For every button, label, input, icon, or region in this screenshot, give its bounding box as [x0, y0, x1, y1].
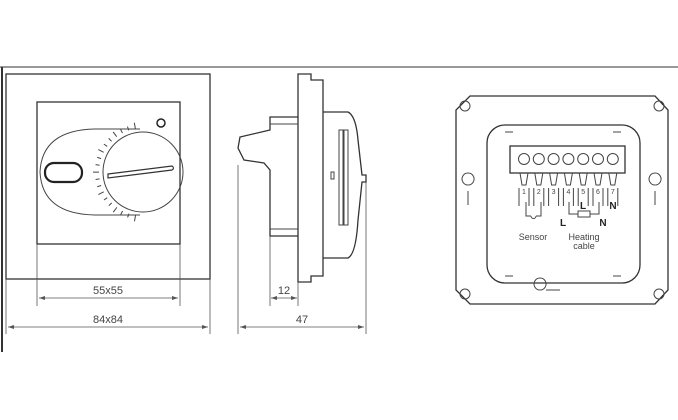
terminal-clamp [518, 172, 530, 206]
terminal-clamp [533, 172, 545, 206]
terminal-screw [532, 153, 545, 165]
terminal-number: 6 [596, 189, 600, 196]
led-indicator [156, 118, 166, 128]
dial-tick [112, 207, 118, 213]
dial-tick [120, 129, 123, 134]
dial-tick [97, 185, 102, 188]
terminal-live-label: L [580, 201, 586, 212]
vent-slots [338, 129, 349, 226]
dial-tick [127, 213, 130, 218]
dial-knob [102, 131, 184, 213]
terminal-screw [577, 153, 590, 165]
terminal-screw [606, 153, 619, 165]
rear-view: 1 2 3 4 5 6 7 Sensor Heating cable L N L N [455, 95, 669, 305]
side-body [237, 116, 298, 237]
terminal-number: 7 [611, 189, 615, 196]
terminal-screw [518, 153, 530, 165]
heating-cable-label-2: cable [573, 241, 595, 251]
terminal-number: 4 [566, 189, 570, 196]
terminal-clamp [562, 172, 574, 206]
side-view: 12 47 [237, 73, 367, 334]
terminal-neutral-label: N [609, 201, 616, 212]
terminal-screw [547, 153, 560, 165]
cable-live-label: L [560, 218, 566, 229]
dial-tick [98, 191, 104, 195]
side-frame-plate [297, 73, 324, 283]
terminal-clamp [592, 172, 604, 206]
terminal-number: 2 [537, 189, 541, 196]
sensor-wiring [525, 202, 542, 219]
outer-frame [5, 73, 211, 280]
terminal-screw [592, 153, 604, 165]
terminal-number: 1 [522, 189, 526, 196]
front-view: 55x55 84x84 [5, 73, 211, 334]
terminal-screw [562, 153, 575, 165]
dial-scale-ticks [92, 122, 137, 222]
dial-tick [133, 215, 137, 222]
terminal-block [509, 145, 626, 174]
screw-slot-left [461, 172, 475, 205]
dial-tick [103, 143, 108, 147]
dial-tick [112, 131, 118, 138]
heating-cable-wiring [568, 202, 600, 218]
dial-tick [120, 210, 124, 215]
side-cap [323, 111, 367, 259]
terminals: 1 2 3 4 5 6 7 [518, 153, 619, 206]
heating-cable-label-1: Heating [568, 232, 599, 242]
dial-tick [103, 197, 108, 201]
dimension-outer-label: 84x84 [93, 314, 123, 326]
dial-tick [108, 138, 112, 142]
dimension-inner-label: 55x55 [93, 285, 123, 297]
dial-housing [39, 128, 140, 216]
dial-tick [97, 156, 102, 160]
dial-tick [126, 126, 130, 131]
terminal-clamp [577, 172, 589, 206]
inner-panel [36, 101, 181, 245]
dial-tick [95, 164, 100, 166]
terminal-number: 3 [552, 189, 556, 196]
display-window [43, 161, 84, 184]
dimension-mount-depth-label: 12 [278, 285, 290, 297]
rear-housing [486, 124, 641, 284]
mounting-frame [455, 95, 669, 305]
dial-tick [95, 178, 100, 181]
screw-slot-right [648, 172, 662, 205]
cable-neutral-label: N [599, 218, 606, 229]
terminal-number: 5 [581, 189, 585, 196]
dial-tick [133, 122, 136, 129]
screw-slot-bottom [533, 277, 560, 291]
dimension-total-depth-label: 47 [296, 314, 308, 326]
terminal-clamp [548, 172, 560, 206]
sensor-label: Sensor [519, 232, 548, 242]
dial-tick [98, 149, 104, 153]
terminal-clamp [607, 172, 619, 206]
dial-pointer [107, 165, 175, 179]
dial-tick [108, 202, 113, 207]
